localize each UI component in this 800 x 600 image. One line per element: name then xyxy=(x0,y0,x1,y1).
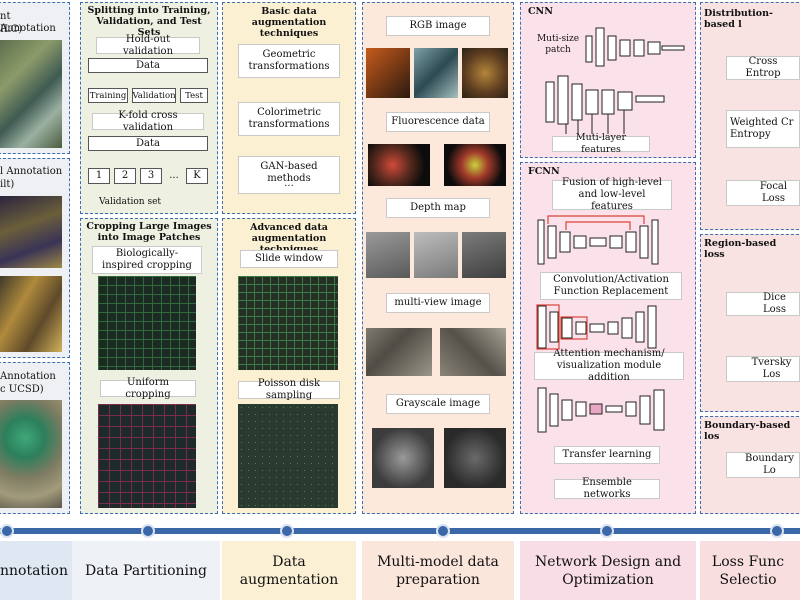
fcnn-unet-1 xyxy=(537,219,659,265)
validation-set-label: Validation set xyxy=(98,197,162,207)
conv-replacement-box: Convolution/Activation Function Replacem… xyxy=(540,272,682,300)
fcnn-title: FCNN xyxy=(528,166,560,177)
basic-augmentation-title: Basic data augmentation techniques xyxy=(251,6,327,39)
fcnn-unet-2 xyxy=(537,305,657,349)
fusion-box: Fusion of high-level and low-level featu… xyxy=(552,177,672,212)
holdout-data-box: Data xyxy=(88,58,208,73)
kfold-data-box: Data xyxy=(88,136,208,151)
weighted-cross-entropy-box: Weighted Cr Entropy xyxy=(726,110,800,148)
fold-ellipsis: ... xyxy=(169,170,179,181)
annotation-label-2b: ilt) xyxy=(0,179,15,190)
cnn-patch-stack xyxy=(585,27,685,67)
kfold-box: K-fold cross validation xyxy=(92,110,204,133)
test-box: Test xyxy=(180,88,208,103)
timeline-dot-2 xyxy=(141,524,155,538)
annotation-label-3b: c UCSD) xyxy=(0,384,44,395)
timeline-dot-5 xyxy=(600,524,614,538)
timeline-dot-3 xyxy=(280,524,294,538)
fcnn-skip-connections-1 xyxy=(547,215,645,230)
cnn-title: CNN xyxy=(528,6,553,17)
region-loss-column xyxy=(700,234,800,412)
rgb-image-3 xyxy=(462,48,508,98)
coral-image-3 xyxy=(0,276,62,352)
rgb-image-2 xyxy=(414,48,458,98)
dice-loss-box: Dice Loss xyxy=(726,292,800,316)
fold-1-box: 1 xyxy=(88,168,110,184)
slide-window-box: Slide window xyxy=(240,250,338,268)
gan-box: GAN-based methods xyxy=(238,156,340,194)
colorimetric-box: Colorimetric transformations xyxy=(238,102,340,136)
holdout-validation-box: Hold-out validation xyxy=(96,34,200,57)
depth-image-3 xyxy=(462,232,506,278)
depth-image-1 xyxy=(366,232,410,278)
fluorescence-image-1 xyxy=(368,144,430,186)
fold-2-box: 2 xyxy=(114,168,136,184)
bio-cropping-image xyxy=(98,276,196,370)
coral-image-4 xyxy=(0,400,62,508)
boundary-loss-box: Boundary Lo xyxy=(726,452,800,478)
annotation-label-1b: ILC) xyxy=(0,24,23,35)
cnn-feature-arrows xyxy=(565,110,625,134)
multilayer-features-box: Muti-layer features xyxy=(552,132,650,155)
timeline-dot-6 xyxy=(770,524,784,538)
coral-image-2 xyxy=(0,196,62,268)
partition-title: Splitting into Training, Validation, and… xyxy=(87,5,211,38)
distribution-loss-title: Distribution-based l xyxy=(704,8,773,30)
uniform-cropping-box: Uniform cropping xyxy=(100,377,196,400)
poisson-box: Poisson disk sampling xyxy=(238,378,340,401)
advanced-augmentation-title: Advanced data augmentation techniques xyxy=(250,222,328,255)
fluorescence-image-2 xyxy=(444,144,506,186)
stage-data-augmentation: Data augmentation xyxy=(222,541,356,600)
focal-loss-box: Focal Loss xyxy=(726,180,800,206)
timeline-dot-1 xyxy=(0,524,14,538)
tversky-loss-box: Tversky Los xyxy=(726,356,800,382)
stage-loss-function: Loss Func Selectio xyxy=(700,541,800,600)
depth-image-2 xyxy=(414,232,458,278)
validation-box: Validation xyxy=(132,88,176,103)
fold-k-box: K xyxy=(186,168,208,184)
depth-map-box: Depth map xyxy=(386,198,490,218)
boundary-loss-title: Boundary-based los xyxy=(704,420,791,442)
multiview-image-1 xyxy=(366,328,432,376)
rgb-image-box: RGB image xyxy=(386,16,490,36)
stage-multimodel: Multi-model data preparation xyxy=(362,541,514,600)
fold-3-box: 3 xyxy=(140,168,162,184)
augmentation-ellipsis: ... xyxy=(284,178,294,189)
fcnn-replaced-layers xyxy=(536,304,588,350)
annotation-label-2: l Annotation xyxy=(0,166,63,177)
grayscale-image-1 xyxy=(372,428,434,488)
poisson-image xyxy=(238,404,338,508)
training-box: Training xyxy=(88,88,128,103)
fluorescence-box: Fluorescence data xyxy=(386,112,490,132)
annotation-label-1: nt Annotation xyxy=(0,11,56,34)
transfer-learning-box: Transfer learning xyxy=(554,446,660,464)
attention-box: Attention mechanism/ visualization modul… xyxy=(534,348,684,383)
geometric-box: Geometric transformations xyxy=(238,44,340,78)
coral-image-1 xyxy=(0,40,62,148)
multiview-box: multi-view image xyxy=(386,293,490,313)
stage-network-design: Network Design and Optimization xyxy=(520,541,696,600)
bio-cropping-box: Biologically-inspired cropping xyxy=(92,246,202,274)
cross-entropy-box: Cross Entrop xyxy=(726,56,800,80)
timeline-dot-4 xyxy=(436,524,450,538)
stage-annotation: nnotation xyxy=(0,541,72,600)
cropping-title: Cropping Large Images into Image Patches xyxy=(86,221,212,243)
slide-window-image xyxy=(238,276,338,370)
multisize-patch-label: Muti-size patch xyxy=(536,34,580,55)
stage-data-partitioning: Data Partitioning xyxy=(72,541,220,600)
rgb-image-1 xyxy=(366,48,410,98)
grayscale-image-2 xyxy=(444,428,506,488)
attention-module xyxy=(589,403,603,415)
cnn-layer-stack xyxy=(545,75,665,125)
multiview-image-2 xyxy=(440,328,506,376)
region-loss-title: Region-based loss xyxy=(704,238,777,260)
annotation-label-3: Annotation xyxy=(0,371,56,382)
grayscale-box: Grayscale image xyxy=(386,394,490,414)
uniform-cropping-image xyxy=(98,404,196,508)
ensemble-networks-box: Ensemble networks xyxy=(554,477,660,500)
